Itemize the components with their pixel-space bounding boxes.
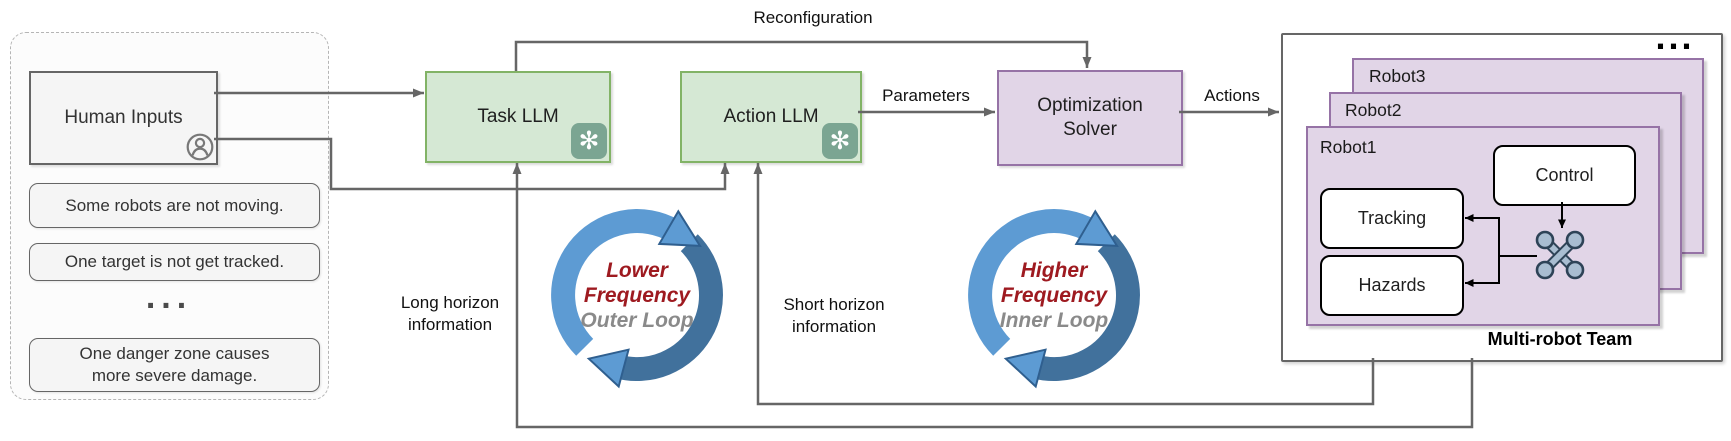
human-message-3: One danger zone causes more severe damag… [29, 338, 320, 392]
human-message-2: One target is not get tracked. [29, 243, 320, 281]
team-ellipsis: ... [1655, 16, 1695, 57]
task-llm-box: Task LLM ✻ [425, 71, 611, 163]
inner-loop-line1: Higher [1020, 258, 1088, 282]
action-llm-box: Action LLM ✻ [680, 71, 862, 163]
control-box: Control [1493, 145, 1636, 206]
outer-loop-line3: Outer Loop [580, 308, 694, 332]
drone-icon [1535, 230, 1585, 280]
robot3-label: Robot3 [1369, 66, 1426, 86]
long-horizon-label: Long horizon information [400, 293, 500, 334]
hazards-label: Hazards [1358, 275, 1426, 295]
human-message-1-text: Some robots are not moving. [65, 195, 284, 215]
inner-loop: Higher Frequency Inner Loop [954, 195, 1154, 395]
control-label: Control [1535, 165, 1594, 185]
human-message-2-text: One target is not get tracked. [64, 252, 285, 271]
messages-ellipsis: ... [145, 278, 193, 316]
outer-loop: Lower Frequency Outer Loop [537, 195, 737, 395]
inner-loop-line3: Inner Loop [999, 308, 1109, 332]
tracking-box: Tracking [1320, 188, 1464, 249]
inner-loop-text: Higher Frequency Inner Loop [954, 195, 1154, 395]
human-inputs-box: Human Inputs [29, 71, 218, 165]
tracking-label: Tracking [1357, 208, 1427, 228]
task-llm-label: Task LLM [477, 106, 559, 127]
multi-robot-team-label: Multi-robot Team [1487, 329, 1633, 349]
openai-logo-icon: ✻ [571, 123, 607, 159]
person-icon [186, 133, 214, 161]
parameters-label: Parameters [882, 86, 970, 105]
openai-logo-icon: ✻ [822, 123, 858, 159]
hazards-box: Hazards [1320, 255, 1464, 316]
human-message-3-text: One danger zone causes more severe damag… [79, 344, 270, 385]
short-horizon-label: Short horizon information [783, 295, 885, 336]
actions-label: Actions [1204, 86, 1260, 105]
reconfiguration-label: Reconfiguration [753, 8, 873, 27]
optimization-solver-box: Optimization Solver [997, 70, 1183, 166]
inner-loop-line2: Frequency [1000, 283, 1108, 307]
outer-loop-line2: Frequency [583, 283, 691, 307]
outer-loop-line1: Lower [606, 258, 668, 282]
robot2-label: Robot2 [1345, 100, 1402, 120]
action-llm-label: Action LLM [723, 106, 819, 127]
human-message-1: Some robots are not moving. [29, 183, 320, 228]
human-inputs-label: Human Inputs [64, 107, 183, 128]
outer-loop-text: Lower Frequency Outer Loop [537, 195, 737, 395]
robot1-label: Robot1 [1320, 137, 1377, 157]
optimization-solver-label: Optimization Solver [1037, 95, 1143, 140]
